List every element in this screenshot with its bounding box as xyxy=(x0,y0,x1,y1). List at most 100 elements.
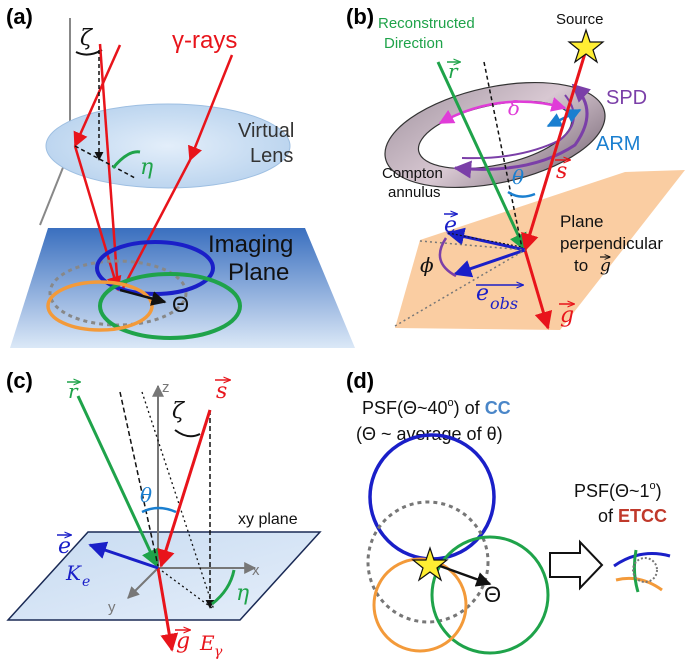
theta-vector xyxy=(119,288,167,306)
panel-b: (b) δ ARM SPD Source Reconstructed Direc… xyxy=(346,4,685,330)
e-gamma-label: E xyxy=(199,631,215,655)
lens-label: Lens xyxy=(250,145,293,167)
e-vector-c xyxy=(88,541,159,570)
plane-label-g: g xyxy=(600,256,611,276)
theta-symbol-c: θ xyxy=(140,483,152,507)
xy-plane-label: xy plane xyxy=(238,511,298,528)
d-green-circle xyxy=(430,535,550,655)
imaging-label: Imaging xyxy=(208,231,293,258)
xy-plane xyxy=(6,531,322,621)
zeta-symbol: ζ xyxy=(80,26,94,51)
d-orange-circle xyxy=(372,557,468,653)
imaging-plane xyxy=(10,228,355,348)
psf1-deg: o xyxy=(448,397,454,409)
zeta-arc-c xyxy=(174,429,201,438)
dotted-c-proj xyxy=(157,567,213,609)
e-obs-sub: obs xyxy=(490,294,518,313)
compton-label-2: annulus xyxy=(388,184,441,201)
etcc-line: of ETCC xyxy=(598,506,667,526)
green-circle xyxy=(98,272,242,340)
source-label: Source xyxy=(556,11,604,28)
y-axis-c xyxy=(127,567,159,599)
d-dotted-circle xyxy=(366,500,490,624)
plane-label-1: Plane xyxy=(560,212,603,231)
orange-circle xyxy=(46,280,154,332)
panel-d: (d) PSF(Θ~40o) of CC (Θ ~ average of θ) … xyxy=(346,368,671,655)
dotted-e xyxy=(447,232,523,248)
dashed-line-b xyxy=(483,61,523,249)
eta-arc xyxy=(111,150,141,169)
compton-label-1: Compton xyxy=(382,165,443,182)
ray-2-b xyxy=(120,159,192,291)
of-label: of xyxy=(598,506,618,526)
panel-b-label: (b) xyxy=(346,4,374,29)
etcc-label: ETCC xyxy=(618,506,667,526)
s-ray-c xyxy=(157,409,212,568)
z-label: z xyxy=(162,379,170,396)
dotted-lower xyxy=(394,249,526,327)
k-label: K xyxy=(65,561,82,585)
eta-symbol-c: η xyxy=(236,581,249,606)
panel-c: (c) xy plane z x y r s ζ θ e K xyxy=(6,368,322,660)
dotted-c xyxy=(141,391,215,611)
e-vec-label-b: e xyxy=(444,213,457,238)
e-obs-vector xyxy=(453,248,526,278)
dashed-projection xyxy=(74,145,136,179)
e-gamma-sub: γ xyxy=(214,644,223,660)
s-ray xyxy=(521,49,588,252)
y-label: y xyxy=(108,599,116,616)
theta-arc-c xyxy=(141,506,177,514)
dotted-circle xyxy=(48,259,188,327)
arm-label: ARM xyxy=(596,133,640,155)
r-ray xyxy=(436,61,527,252)
dashed-c-1 xyxy=(119,391,159,567)
e-obs-label: e xyxy=(476,281,489,306)
panel-a-label: (a) xyxy=(6,4,33,29)
delta-symbol: δ xyxy=(508,96,520,120)
k-sub: e xyxy=(82,574,90,590)
r-vec-label-c: r xyxy=(68,379,79,403)
recon-label-2: Direction xyxy=(384,35,443,52)
ray-2 xyxy=(188,54,234,162)
perpendicular-plane xyxy=(395,170,685,330)
cc-label: CC xyxy=(485,398,511,418)
hollow-arrow xyxy=(549,539,604,591)
g-ray xyxy=(523,249,553,330)
plane-label-3: to xyxy=(574,256,588,275)
recon-label-1: Reconstructed xyxy=(378,15,475,32)
psf2-line: PSF(Θ~1o) xyxy=(574,480,662,501)
etcc-green-arc xyxy=(632,549,640,593)
virtual-label: Virtual xyxy=(238,120,294,142)
psf2-deg: o xyxy=(650,480,656,492)
plane-label: Plane xyxy=(228,259,289,286)
etcc-blue-arc xyxy=(613,552,671,568)
d-star xyxy=(411,546,449,582)
source-star xyxy=(567,28,605,64)
psf1-line: PSF(Θ~40o) of CC xyxy=(362,397,511,418)
phi-arc xyxy=(438,237,457,278)
plane-label-2: perpendicular xyxy=(560,234,663,253)
d-theta-symbol: Θ xyxy=(484,582,501,607)
x-label: x xyxy=(252,562,260,579)
psf1-pre: PSF(Θ~40 xyxy=(362,398,448,418)
ray-1-b xyxy=(73,145,122,292)
eta-symbol: η xyxy=(140,155,153,180)
psf1-mid: ) of xyxy=(454,398,485,418)
delta-arc xyxy=(438,97,567,125)
psf2-close: ) xyxy=(656,481,662,501)
theta-symbol-b: θ xyxy=(512,165,524,189)
r-vec-label: r xyxy=(448,59,459,83)
theta-arc-b xyxy=(507,190,536,198)
gamma-rays-label: γ-rays xyxy=(172,27,237,54)
eta-arc-c xyxy=(211,569,236,606)
zeta-symbol-c: ζ xyxy=(172,399,186,424)
panel-a: (a) ζ η γ-rays Virtual Lens Imaging Plan… xyxy=(6,4,355,348)
g-ray-c xyxy=(156,567,179,652)
d-theta-vector xyxy=(439,564,492,587)
r-ray-c xyxy=(76,395,159,568)
g-vec-label-b: g xyxy=(560,303,574,328)
phi-symbol: ϕ xyxy=(420,253,434,277)
etcc-orange-arc xyxy=(615,576,663,592)
s-vec-label-c: s xyxy=(216,379,227,404)
etcc-dotted xyxy=(632,557,658,583)
